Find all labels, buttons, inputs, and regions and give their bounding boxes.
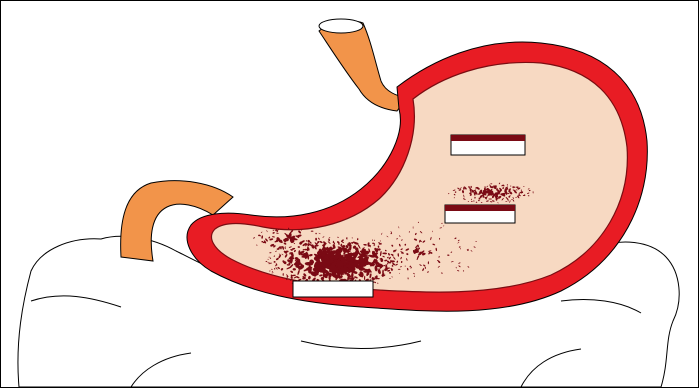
esophagus-opening [319, 19, 363, 33]
lesion-spot [304, 249, 308, 251]
stomach-lumen [212, 62, 628, 292]
lesion-spot [469, 193, 472, 195]
label-box-1 [451, 135, 525, 155]
label-box-3 [293, 281, 373, 297]
label-box-2 [445, 205, 515, 223]
esophagus-tube [319, 21, 407, 111]
lesion-spot [353, 246, 355, 249]
lesion-spot [488, 199, 492, 200]
